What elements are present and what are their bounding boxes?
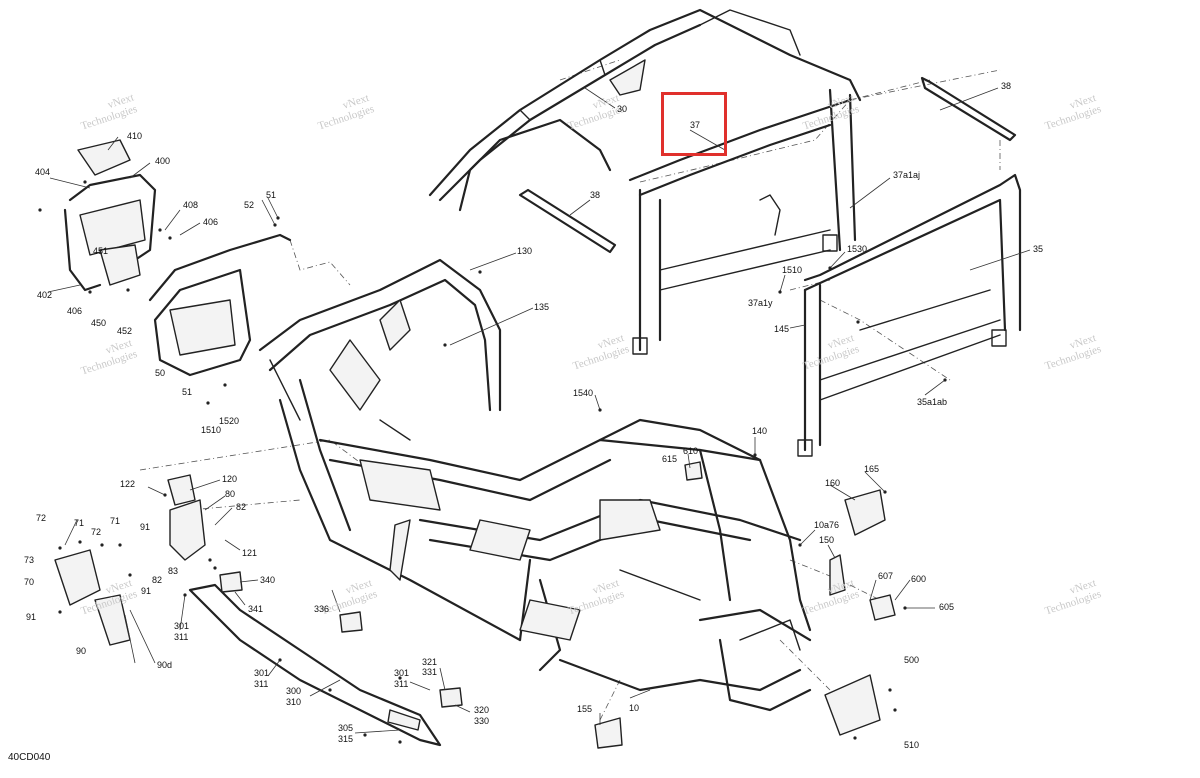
- part-label[interactable]: 615: [662, 454, 678, 464]
- part-label[interactable]: 90: [76, 646, 87, 656]
- part-label[interactable]: 82: [236, 502, 247, 512]
- part-label[interactable]: 340: [260, 575, 276, 585]
- part-label[interactable]: 341: [248, 604, 264, 614]
- part-label[interactable]: 121: [242, 548, 258, 558]
- part-label[interactable]: 145: [774, 324, 790, 334]
- main-chassis: [258, 258, 812, 712]
- part-label[interactable]: 82: [152, 575, 163, 585]
- highlight-box: [661, 92, 727, 156]
- part-label[interactable]: 310: [286, 697, 302, 707]
- part-label[interactable]: 410: [127, 131, 143, 141]
- part-label[interactable]: 311: [254, 679, 269, 689]
- part-label[interactable]: 91: [141, 586, 152, 596]
- rear-cage: [797, 173, 1022, 457]
- part-label[interactable]: 305: [338, 723, 354, 733]
- bar-38-right: [920, 76, 1017, 142]
- part-label[interactable]: 406: [203, 217, 219, 227]
- part-label[interactable]: 301: [394, 668, 410, 678]
- part-label[interactable]: 73: [24, 555, 35, 565]
- skid-plate: [188, 583, 442, 747]
- part-label[interactable]: 320: [474, 705, 490, 715]
- part-label[interactable]: 71: [74, 518, 85, 528]
- part-label-highlighted[interactable]: 37: [690, 120, 701, 130]
- diagram-reference-code: 40CD040: [8, 752, 51, 763]
- part-label[interactable]: 37a1aj: [893, 170, 921, 180]
- part-label[interactable]: 90d: [157, 660, 173, 670]
- part-label[interactable]: 300: [286, 686, 302, 696]
- part-label[interactable]: 600: [911, 574, 927, 584]
- part-label[interactable]: 72: [91, 527, 102, 537]
- front-bracket: [148, 233, 292, 377]
- part-label[interactable]: 607: [878, 571, 894, 581]
- part-label[interactable]: 1530: [847, 244, 868, 254]
- part-label[interactable]: 35a1ab: [917, 397, 948, 407]
- part-label[interactable]: 80: [225, 489, 236, 499]
- part-label[interactable]: 10a76: [814, 520, 840, 530]
- part-label[interactable]: 1510: [782, 265, 803, 275]
- part-label[interactable]: 70: [24, 577, 35, 587]
- part-label[interactable]: 315: [338, 734, 354, 744]
- part-label[interactable]: 52: [244, 200, 255, 210]
- part-label[interactable]: 91: [140, 522, 151, 532]
- part-label[interactable]: 71: [110, 516, 121, 526]
- part-label[interactable]: 1520: [219, 416, 240, 426]
- part-label[interactable]: 155: [577, 704, 593, 714]
- part-label[interactable]: 165: [864, 464, 880, 474]
- part-label[interactable]: 72: [36, 513, 47, 523]
- part-label[interactable]: 38: [1001, 81, 1012, 91]
- left-brackets: [54, 474, 206, 646]
- part-label[interactable]: 330: [474, 716, 490, 726]
- part-label[interactable]: 37a1y: [748, 298, 773, 308]
- part-label[interactable]: 404: [35, 167, 51, 177]
- part-label[interactable]: 83: [168, 566, 179, 576]
- part-label[interactable]: 301: [254, 668, 270, 678]
- part-label[interactable]: 120: [222, 474, 238, 484]
- part-label[interactable]: 450: [91, 318, 107, 328]
- part-label[interactable]: 321: [422, 657, 438, 667]
- part-label[interactable]: 1540: [573, 388, 594, 398]
- part-label[interactable]: 336: [314, 604, 330, 614]
- part-label[interactable]: 130: [517, 246, 533, 256]
- part-label[interactable]: 140: [752, 426, 768, 436]
- part-label[interactable]: 135: [534, 302, 550, 312]
- part-label[interactable]: 406: [67, 306, 83, 316]
- part-label[interactable]: 452: [117, 326, 133, 336]
- part-label[interactable]: 50: [155, 368, 166, 378]
- part-label[interactable]: 51: [266, 190, 277, 200]
- part-label[interactable]: 1510: [201, 425, 222, 435]
- part-label[interactable]: 150: [819, 535, 835, 545]
- roll-cage: [428, 8, 862, 355]
- part-label[interactable]: 311: [394, 679, 409, 689]
- leader-lines: [47, 87, 1031, 734]
- bar-38-left: [518, 188, 617, 254]
- part-label[interactable]: 400: [155, 156, 171, 166]
- part-label[interactable]: 35: [1033, 244, 1044, 254]
- part-label[interactable]: 500: [904, 655, 920, 665]
- front-bumper: [63, 139, 157, 292]
- part-label[interactable]: 301: [174, 621, 190, 631]
- alignment-lines: [139, 59, 1001, 721]
- part-label[interactable]: 331: [422, 667, 438, 677]
- part-label[interactable]: 311: [174, 632, 189, 642]
- part-label[interactable]: 510: [904, 740, 920, 750]
- part-label[interactable]: 122: [120, 479, 136, 489]
- part-label[interactable]: 38: [590, 190, 601, 200]
- fasteners: [38, 180, 947, 744]
- part-label[interactable]: 10: [629, 703, 640, 713]
- part-label[interactable]: 160: [825, 478, 841, 488]
- part-label[interactable]: 605: [939, 602, 955, 612]
- part-label[interactable]: 91: [26, 612, 37, 622]
- part-label[interactable]: 30: [617, 104, 628, 114]
- part-label[interactable]: 451: [93, 246, 109, 256]
- right-brackets: [219, 461, 896, 749]
- part-label[interactable]: 51: [182, 387, 193, 397]
- part-label[interactable]: 610: [683, 446, 699, 456]
- part-label[interactable]: 408: [183, 200, 199, 210]
- part-label[interactable]: 402: [37, 290, 53, 300]
